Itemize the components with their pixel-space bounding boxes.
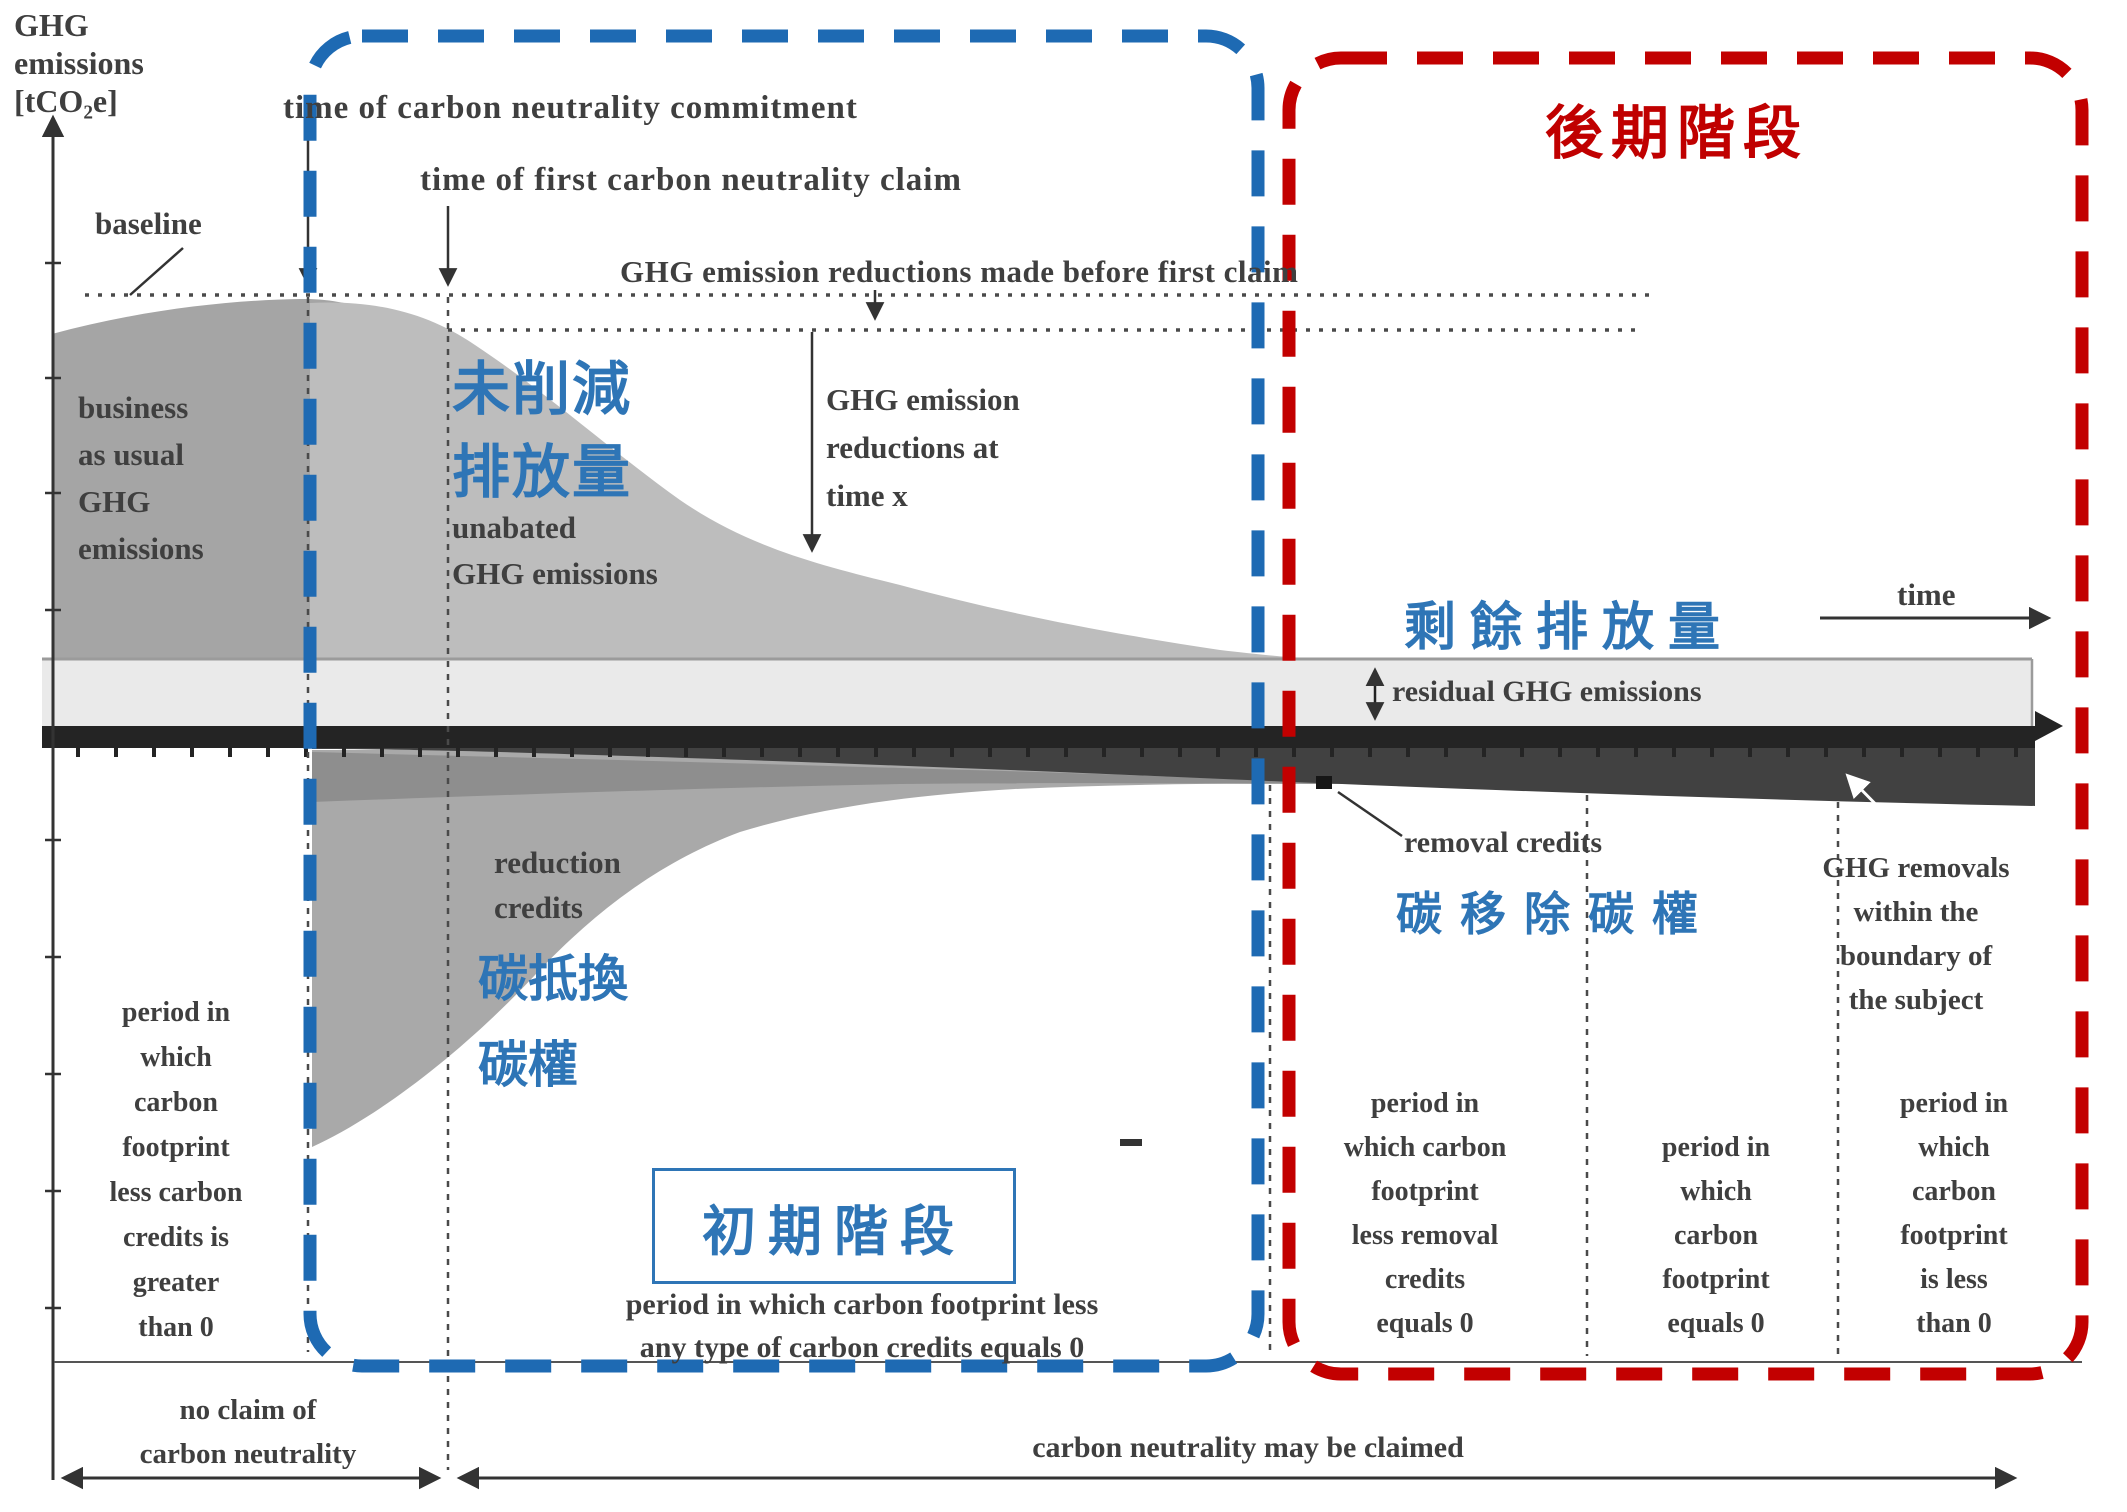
y-axis-label: GHG emissions [tCO₂e]: [14, 7, 144, 119]
ghg-removals-pointer-arrow: [1845, 773, 1899, 828]
unabated-emissions-area: [310, 302, 1335, 660]
late-stage-red-box: [1282, 51, 2089, 1381]
x-axis-tick-marks: [55, 748, 2035, 757]
removal-credits-wedge: [312, 752, 1343, 802]
period-col2-label: period in which carbon footprint less re…: [1343, 1088, 1507, 1339]
reduction-credits-area: [312, 750, 1352, 1147]
removal-credits-label-en: removal credits: [1404, 826, 1603, 859]
removal-credits-marker-square: [1316, 776, 1332, 789]
period-col3-label: period in which carbon footprint equals …: [1661, 1132, 1771, 1339]
residual-emissions-band: [42, 660, 2032, 726]
unabated-label-cn: 未削減 排放量: [452, 357, 633, 505]
before-claim-label: GHG emission reductions made before firs…: [620, 254, 1299, 289]
reduction-credits-label-en: reduction credits: [494, 845, 621, 925]
y-axis-ticks: [45, 261, 61, 1310]
first-claim-label: time of first carbon neutrality claim: [420, 162, 962, 198]
x-axis-band: [42, 726, 2035, 748]
early-stage-label-box: 初期階段: [652, 1168, 1016, 1284]
baseline-label: baseline: [95, 206, 202, 241]
reduction-credits-label-cn: 碳抵換 碳權: [478, 951, 628, 1093]
removal-credits-label-cn: 碳移除碳權: [1396, 888, 1716, 940]
early-stage-label: 初期階段: [702, 1201, 966, 1262]
ghg-removals-label: GHG removals within the boundary of the …: [1822, 852, 2010, 1016]
residual-label-cn: 剩餘排放量: [1404, 599, 1735, 657]
early-stage-blue-box: [303, 29, 1265, 1373]
period-col4-label: period in which carbon footprint is less…: [1899, 1088, 2009, 1339]
period-left-label: period in which carbon footprint less ca…: [109, 997, 243, 1343]
late-stage-label: 後期階段: [1545, 101, 1810, 166]
time-axis-label: time: [1897, 577, 1956, 612]
unabated-label-en: unabated GHG emissions: [452, 510, 658, 591]
reductions-at-x-label: GHG emission reductions at time x: [826, 382, 1020, 513]
stray-dash-mark: [1120, 1139, 1142, 1146]
may-claim-label: carbon neutrality may be claimed: [1032, 1431, 1464, 1464]
residual-label-en: residual GHG emissions: [1392, 675, 1702, 708]
baseline-pointer-line: [129, 247, 184, 296]
period-mid-label: period in which carbon footprint less an…: [625, 1288, 1099, 1364]
commitment-label: time of carbon neutrality commitment: [283, 90, 858, 126]
no-claim-label: no claim of carbon neutrality: [139, 1394, 357, 1470]
ghg-removals-band: [312, 748, 2035, 806]
removal-credits-pointer-line: [1337, 790, 1403, 838]
x-axis-arrowhead: [2035, 711, 2063, 741]
bau-area-label: business as usual GHG emissions: [78, 390, 204, 566]
